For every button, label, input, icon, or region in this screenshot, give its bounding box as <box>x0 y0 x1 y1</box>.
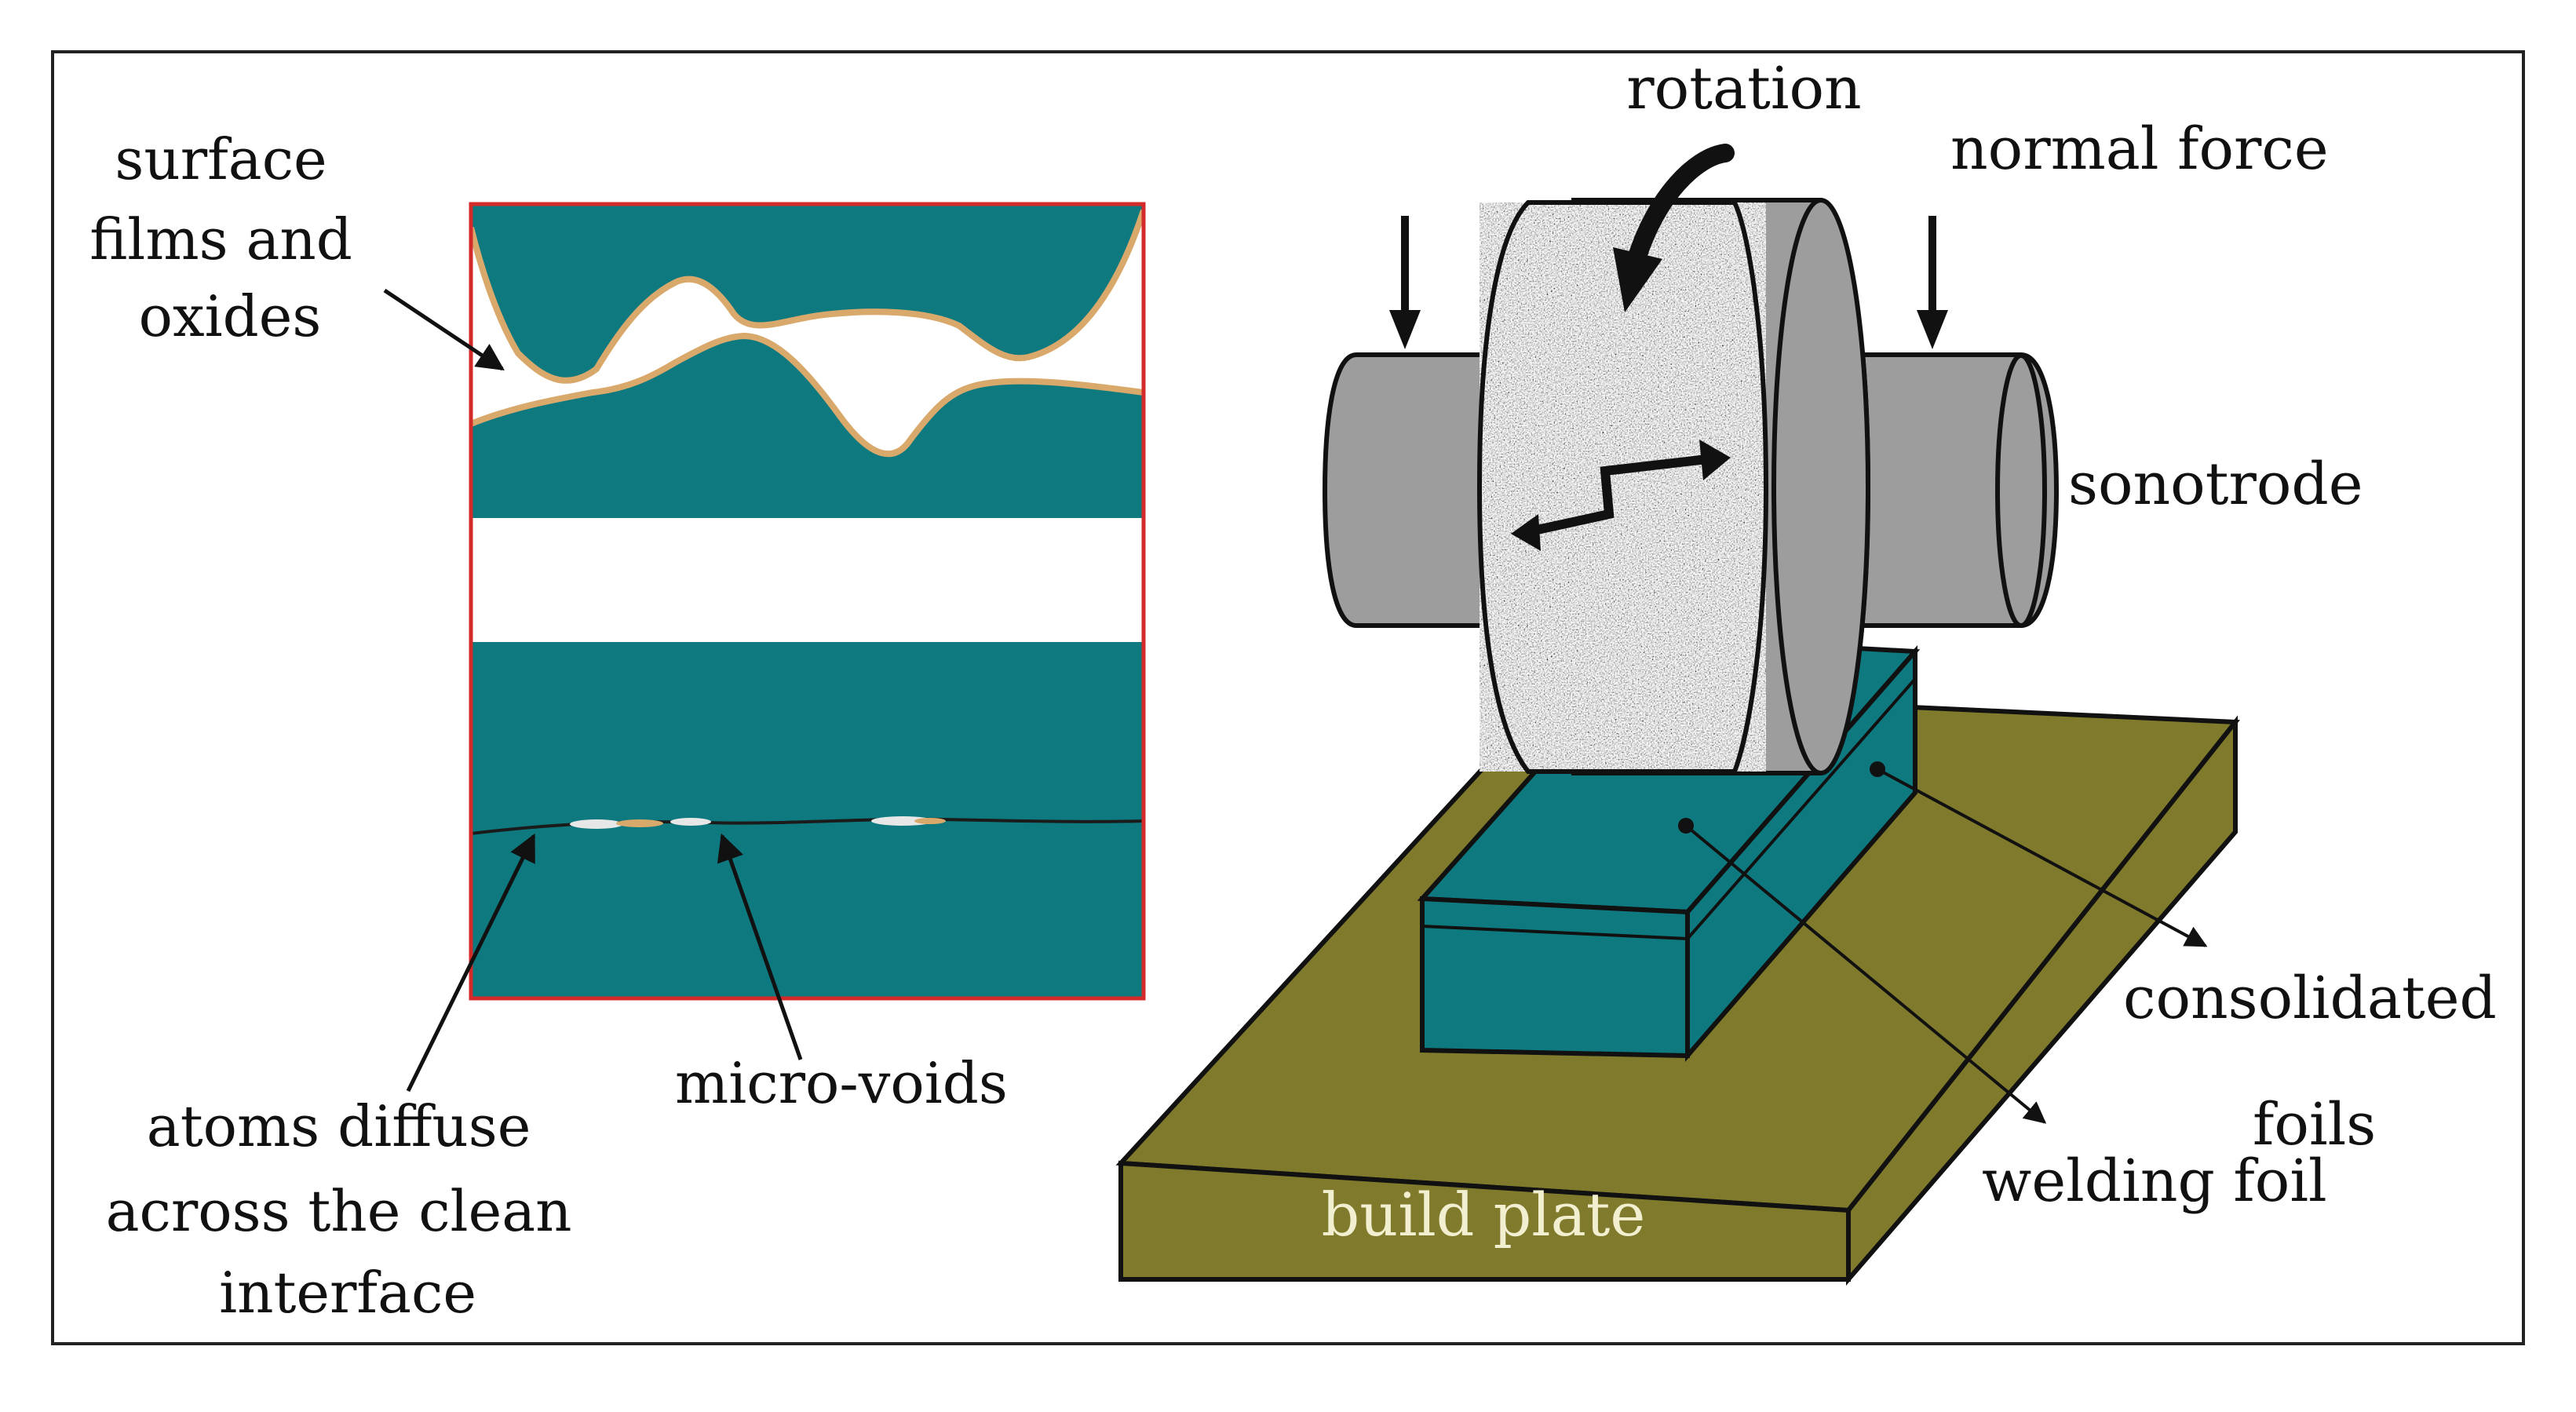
arrow-micro-voids <box>717 833 803 1060</box>
sonotrode-left-shaft <box>1322 352 1509 628</box>
rotation-arrow <box>1627 144 1735 268</box>
rotation-arrowhead-icon <box>1613 247 1662 312</box>
sonotrode-right-end <box>1995 353 2047 628</box>
oxide-film-lower <box>471 332 1144 458</box>
normal-force-arrowhead-left-icon <box>1389 310 1421 349</box>
label-build-plate: build plate <box>1322 1180 1646 1250</box>
leader-consolidated <box>1870 761 2208 947</box>
vibration-arrowhead-left-icon <box>1511 514 1541 551</box>
inset-border <box>469 202 1146 1001</box>
label-consolidated: consolidated <box>2123 965 2497 1032</box>
wheel-outline <box>1476 200 1769 774</box>
vibration-arrowhead-right-icon <box>1699 440 1731 480</box>
arrow-surface-films <box>383 288 505 371</box>
micro-void-pockets <box>570 816 946 829</box>
sonotrode-wheel <box>1476 198 1871 775</box>
label-normal-force: normal force <box>1950 115 2329 183</box>
label-micro-voids: micro-voids <box>675 1050 1008 1116</box>
label-surface-films: surface films and oxides <box>89 126 370 349</box>
wheel-face <box>1771 198 1870 775</box>
label-rotation: rotation <box>1626 55 1861 122</box>
normal-force-arrowhead-right-icon <box>1917 310 1948 349</box>
label-atoms-diffuse: atoms diffuse across the clean interface <box>106 1093 590 1326</box>
arrow-atoms-diffuse <box>406 833 536 1093</box>
label-sonotrode: sonotrode <box>2068 451 2363 518</box>
oxide-film-upper <box>471 209 1144 384</box>
label-welding-foil: welding foil <box>1982 1147 2327 1215</box>
foil-layer-line-front <box>1421 925 1688 940</box>
build-plate-front <box>1118 1160 1851 1282</box>
interface-inset <box>471 204 1144 998</box>
foil-layer-line-right <box>1686 677 1917 940</box>
leader-welding-foil <box>1678 818 2047 1124</box>
vibration-zigzag-arrow <box>1525 454 1708 537</box>
wheel-granite-texture <box>1480 202 1766 772</box>
label-foils: foils <box>2253 1091 2376 1158</box>
foil-stack-front <box>1420 896 1690 1059</box>
